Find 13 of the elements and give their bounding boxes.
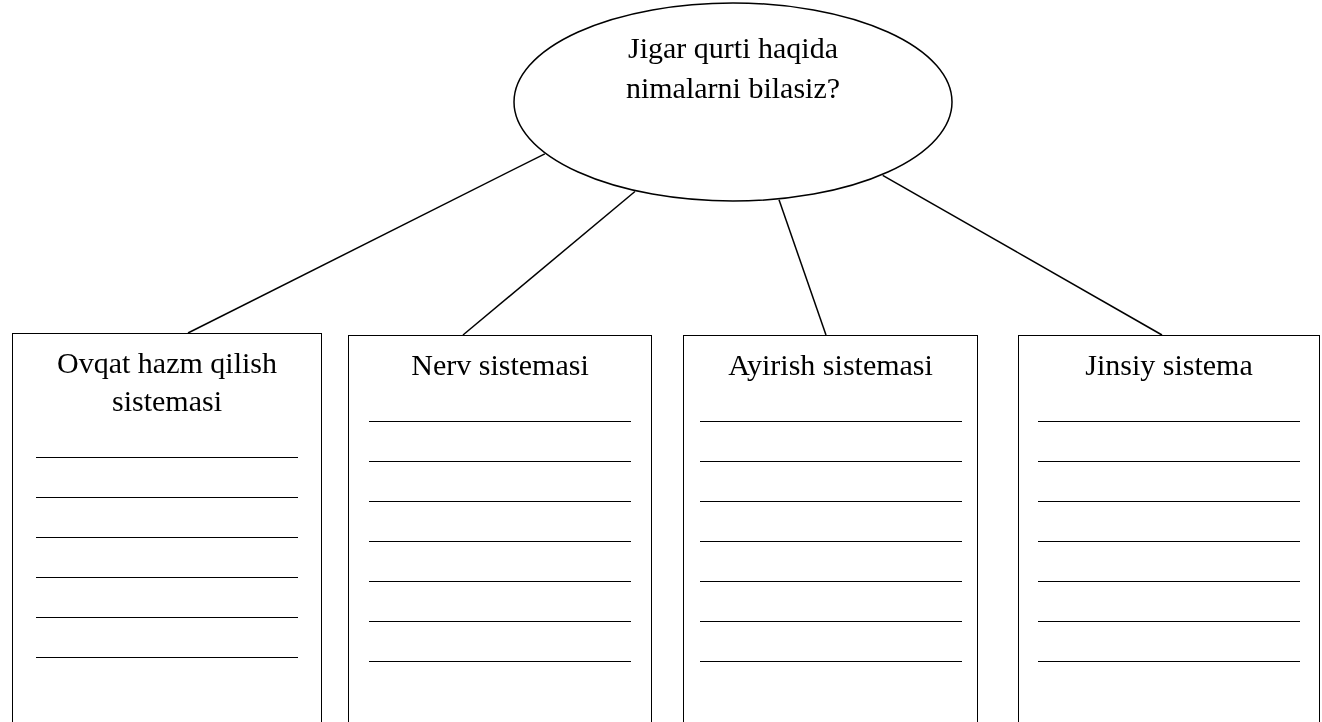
- box-heading: Jinsiy sistema: [1084, 347, 1254, 383]
- box-heading: Nerv sistemasi: [410, 347, 590, 383]
- connector-line: [881, 174, 1163, 336]
- box-heading: Ovqat hazm qilish sistemasi: [56, 345, 278, 419]
- topic-box: [12, 333, 322, 722]
- question-text: Jigar qurti haqida nimalarni bilasiz?: [624, 30, 842, 106]
- connector-line: [187, 153, 546, 334]
- connector-line: [778, 199, 827, 336]
- connector-line: [462, 190, 636, 336]
- topic-box: [1018, 335, 1320, 722]
- topic-box: [683, 335, 978, 722]
- topic-box: [348, 335, 652, 722]
- box-heading: Ayirish sistemasi: [727, 347, 934, 383]
